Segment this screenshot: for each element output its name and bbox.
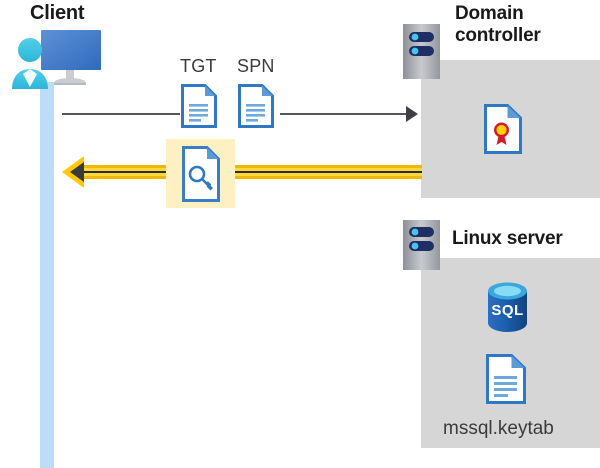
response-arrow-segment-right (234, 165, 422, 179)
client-icon (8, 27, 102, 89)
linux-server-icon (403, 220, 440, 270)
keytab-filename-label: mssql.keytab (443, 418, 554, 439)
tgt-document-icon (181, 84, 217, 128)
svg-text:SQL: SQL (491, 302, 523, 319)
linux-server-title: Linux server (452, 228, 563, 249)
domain-controller-title: Domain controller (455, 3, 541, 46)
certificate-icon (484, 104, 522, 154)
request-arrow-head-icon (406, 106, 418, 122)
client-lifeline (40, 82, 54, 468)
sql-database-icon: SQL (484, 281, 531, 333)
response-arrow-head-inner-icon (70, 162, 84, 182)
keytab-document-icon (486, 354, 526, 404)
request-arrow-segment-left (62, 113, 180, 115)
spn-label: SPN (237, 56, 275, 76)
domain-controller-server-icon (403, 24, 440, 79)
tgt-label: TGT (180, 56, 217, 76)
response-arrow-segment-left (78, 165, 168, 179)
spn-document-icon (238, 84, 274, 128)
key-document-icon (182, 146, 220, 202)
request-arrow-segment-right (280, 113, 408, 115)
client-title: Client (30, 2, 85, 24)
